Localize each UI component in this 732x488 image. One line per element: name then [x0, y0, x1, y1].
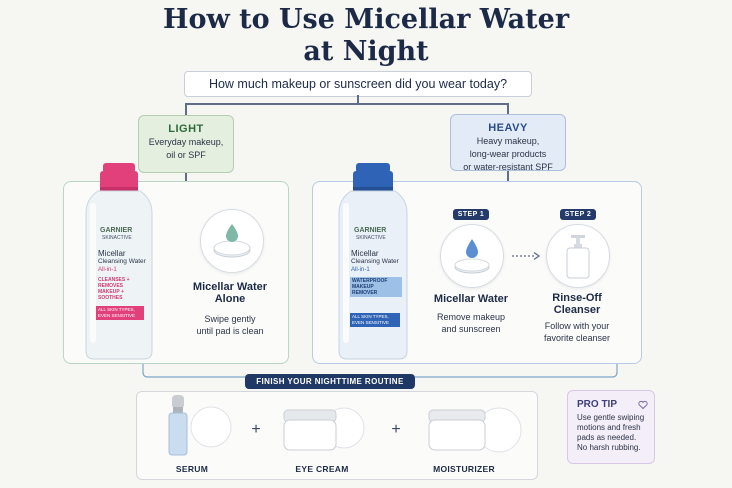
cotton-pad-drop-icon — [213, 224, 251, 258]
light-desc-1: Everyday makeup, — [148, 137, 224, 147]
light-step-title-2: Alone — [214, 293, 246, 305]
heavy-desc-3: or water-resistant SPF — [463, 162, 553, 172]
light-step-desc-2: until pad is clean — [196, 326, 264, 336]
step2-desc-2: favorite cleanser — [543, 333, 611, 343]
step2-desc: Follow with your favorite cleanser — [527, 320, 627, 344]
pro-tip-box: PRO TIP Use gentle swiping motions and f… — [567, 390, 655, 464]
title-line-2: at Night — [303, 36, 429, 67]
light-bottle-claims: CLEANSES + REMOVES MAKEUP + SOOTHES — [98, 277, 130, 301]
light-step-desc: Swipe gently until pad is clean — [180, 313, 280, 337]
heavy-desc-1: Heavy makeup, — [476, 136, 540, 146]
step2-title-1: Rinse-Off — [552, 292, 602, 304]
heavy-bottle-badge: ALL SKIN TYPES, EVEN SENSITIVE — [350, 313, 400, 327]
routine-badge: FINISH YOUR NIGHTTIME ROUTINE — [245, 374, 415, 389]
cotton-pad-circle — [200, 209, 264, 273]
serum-label: SERUM — [175, 464, 209, 474]
heavy-label-box: HEAVY Heavy makeup, long-wear products o… — [450, 114, 566, 172]
step1-circle — [440, 224, 504, 288]
heavy-bottle-variant: All-in-1 — [351, 267, 370, 273]
heart-icon — [638, 400, 648, 410]
heavy-desc-2: long-wear products — [469, 149, 547, 159]
pro-tip-line-2: motions and fresh — [577, 423, 641, 432]
moisturizer-icon — [428, 407, 522, 453]
serum-icon — [168, 395, 232, 456]
heavy-bottle-claims: WATERPROOF MAKEUP REMOVER — [350, 277, 402, 297]
step2-title: Rinse-Off Cleanser — [527, 292, 627, 316]
step1-badge: STEP 1 — [453, 209, 489, 220]
connector-right-drop — [507, 103, 509, 114]
light-bottle-brand: GARNIER — [100, 227, 133, 234]
heavy-bottle: GARNIER SKINACTIVE Micellar Cleansing Wa… — [334, 163, 412, 361]
pro-tip-body: Use gentle swiping motions and fresh pad… — [577, 413, 651, 453]
heavy-bottle-brand: GARNIER — [354, 227, 387, 234]
moisturizer-label: MOISTURIZER — [433, 464, 495, 474]
light-desc-2: oil or SPF — [166, 150, 206, 160]
question-box: How much makeup or sunscreen did you wea… — [184, 71, 532, 97]
plus-1: + — [251, 421, 261, 438]
pump-bottle-icon — [566, 235, 590, 279]
pro-tip-line-1: Use gentle swiping — [577, 413, 645, 422]
step2-badge: STEP 2 — [560, 209, 596, 220]
pro-tip-line-3: pads as needed. — [577, 433, 637, 442]
light-bottle-variant: All-in-1 — [98, 267, 117, 273]
step2-circle — [546, 224, 610, 288]
light-heading: LIGHT — [168, 123, 204, 135]
connector-stem — [357, 95, 359, 104]
light-bottle: GARNIER SKINACTIVE Micellar Cleansing Wa… — [82, 163, 157, 361]
plus-2: + — [391, 421, 401, 438]
light-bottle-name-1: Micellar — [98, 249, 126, 258]
step1-desc: Remove makeup and sunscreen — [421, 311, 521, 335]
step1-desc-2: and sunscreen — [441, 324, 501, 334]
light-bottle-name-2: Cleansing Water — [98, 258, 146, 265]
connector-horizontal — [185, 103, 508, 105]
light-bottle-sub: SKINACTIVE — [102, 235, 132, 241]
pro-tip-title: PRO TIP — [577, 399, 618, 410]
title-line-1: How to Use Micellar Water — [162, 4, 570, 35]
connector-heavy-panel — [507, 171, 509, 181]
light-step-title: Micellar Water Alone — [180, 281, 280, 305]
step-arrow-icon — [512, 251, 541, 261]
light-step-title-1: Micellar Water — [192, 281, 268, 293]
routine-bracket — [142, 364, 618, 378]
page-title: How to Use Micellar Water at Night — [0, 4, 732, 68]
step2-desc-1: Follow with your — [544, 321, 610, 331]
step1-title: Micellar Water — [433, 293, 509, 305]
light-bottle-badge: ALL SKIN TYPES, EVEN SENSITIVE — [96, 306, 144, 320]
light-label-box: LIGHT Everyday makeup, oil or SPF — [138, 115, 234, 173]
connector-light-panel — [185, 173, 187, 181]
heavy-bottle-sub: SKINACTIVE — [356, 235, 386, 241]
eye-cream-icon — [283, 407, 365, 451]
eye-cream-label: EYE CREAM — [295, 464, 349, 474]
heavy-bottle-name-1: Micellar — [351, 249, 379, 258]
heavy-heading: HEAVY — [488, 122, 528, 134]
step1-pad-drop-icon — [454, 239, 490, 274]
heavy-bottle-name-2: Cleansing Water — [351, 258, 399, 265]
step2-title-2: Cleanser — [553, 304, 601, 316]
connector-left-drop — [185, 103, 187, 115]
light-step-desc-1: Swipe gently — [204, 314, 256, 324]
step1-desc-1: Remove makeup — [436, 312, 506, 322]
pro-tip-line-4: No harsh rubbing. — [577, 443, 641, 452]
